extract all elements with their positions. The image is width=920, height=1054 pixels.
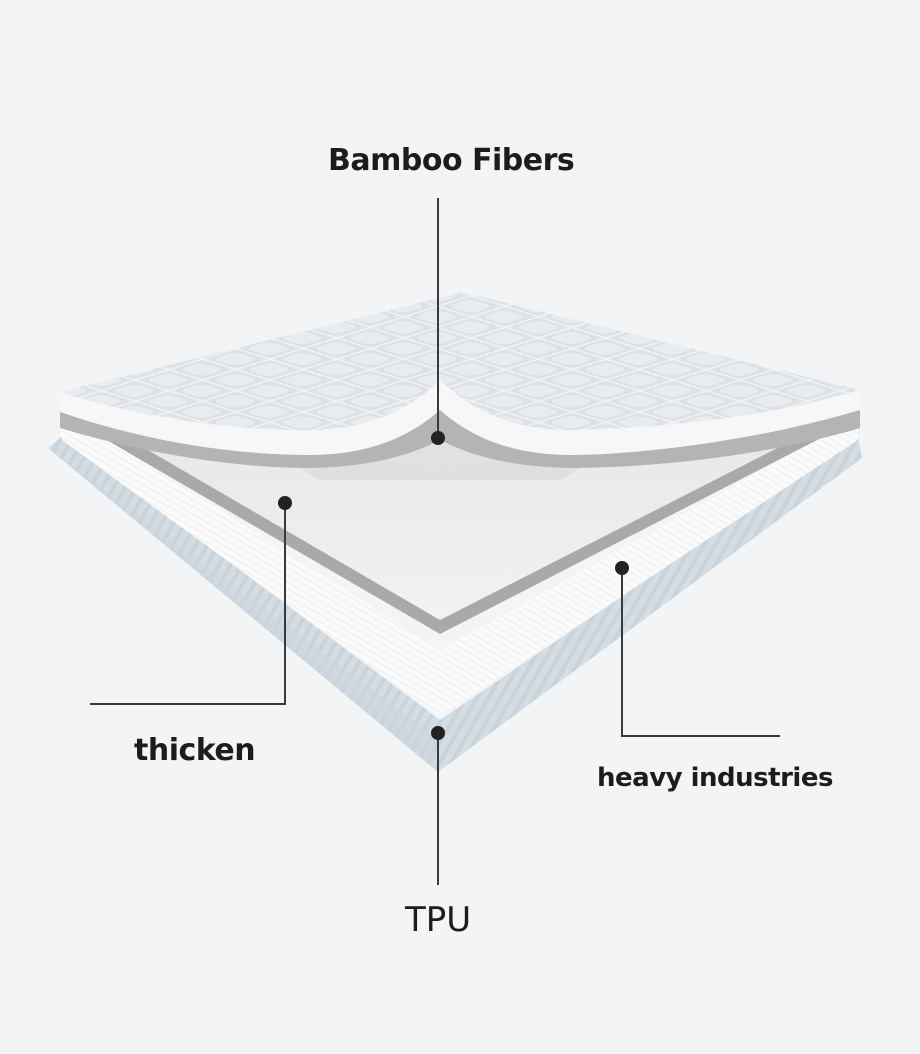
bamboo-dot xyxy=(431,431,445,445)
thicken-dot xyxy=(278,496,292,510)
leader-lines xyxy=(90,198,780,885)
tpu-dot xyxy=(431,726,445,740)
heavy-leader-line xyxy=(621,568,780,737)
leader-dots xyxy=(278,431,629,740)
tpu-layer xyxy=(48,436,862,772)
woven-layer xyxy=(60,410,858,716)
heavy-industries-label: heavy industries xyxy=(597,763,833,793)
thicken-leader-line xyxy=(90,503,286,705)
bamboo-fibers-label: Bamboo Fibers xyxy=(328,143,575,178)
heavy-dot xyxy=(615,561,629,575)
tpu-label: TPU xyxy=(405,900,472,940)
bamboo-top-layer xyxy=(60,292,860,480)
thicken-label: thicken xyxy=(134,733,256,768)
